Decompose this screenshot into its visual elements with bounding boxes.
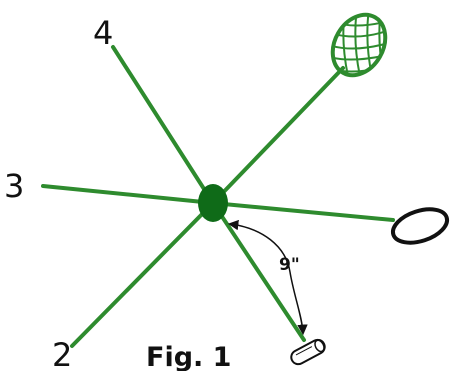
label-4: 4 [93,14,113,52]
mesh-oval-icon [325,7,393,85]
spoke-to-4 [111,45,215,205]
spoke-to-ring [211,201,395,222]
figure-caption: Fig. 1 [146,342,231,371]
spoke-to-mesh [211,66,345,205]
ring-icon [390,207,450,245]
label-3: 3 [4,167,24,205]
spoke-to-2 [70,201,215,348]
angle-label: 9" [279,255,300,275]
center-hub [198,184,228,222]
label-2: 2 [52,336,72,371]
curved-arrow-icon [227,219,308,336]
small-tube-icon [290,338,326,366]
spoke-to-3 [41,184,215,205]
